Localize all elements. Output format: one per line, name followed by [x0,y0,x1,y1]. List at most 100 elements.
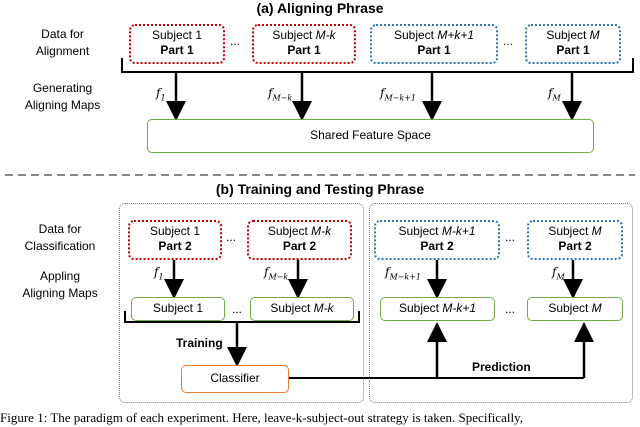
subject-prefix: Subject [267,224,312,238]
prediction-label: Prediction [472,360,531,374]
map-fMk1-label: fM−k+1 [380,86,416,102]
subject-var: M-k+1 [442,301,477,315]
f-subscript: 1 [160,93,166,103]
subject-M-part-2-box: Subject M Part 2 [527,220,623,260]
mapped-subject-M-box: Subject M [527,297,623,321]
subject-prefix: Subject [548,301,592,315]
ellipsis: ... [503,34,514,48]
training-label: Training [176,336,223,350]
subject-label: Subject M [527,28,619,43]
mapped-subject-M-k+1-box: Subject M-k+1 [380,297,495,321]
subject-prefix: Subject [546,28,590,42]
training-group [119,203,364,403]
f-symbol: f [385,265,390,279]
ellipsis: ... [226,230,237,244]
f-subscript: M−k+1 [389,272,421,282]
map-fM-label: fM [548,86,561,102]
subject-1-part-2-box: Subject 1 Part 2 [128,220,222,260]
subject-var: M [589,28,600,42]
label-line: Classification [24,239,96,253]
map-fMk-label: fM−k [268,86,292,102]
subject-prefix: Subject [398,224,442,238]
training-bracket [124,311,360,323]
subject-prefix: Subject [272,28,316,42]
subject-label: Subject M-k [254,28,354,43]
ellipsis: ... [505,302,516,316]
ellipsis: ... [230,34,241,48]
subject-var: M-k [315,28,336,42]
f-symbol: f [380,86,385,100]
part-label: Part 2 [158,239,192,253]
classifier-box: Classifier [181,365,289,393]
f-subscript: M−k [272,93,293,103]
f-subscript: M−k [268,272,289,282]
label-line: Alignment [35,44,90,58]
f-symbol: f [552,265,557,279]
subject-var: M-k [313,301,334,315]
part-label: Part 2 [420,239,454,253]
subject-var: M-k [311,224,332,238]
label-line: Aligning Maps [22,286,98,300]
subject-prefix: Subject [398,301,443,315]
subject-label: Subject M-k+1 [376,224,498,239]
subject-M-k+1-part-2-box: Subject M-k+1 Part 2 [374,220,500,260]
f-subscript: M [556,272,565,282]
alignment-data-label: Data for Alignment [0,26,125,60]
subject-M-k-part-2-box: Subject M-k Part 2 [247,220,352,260]
ellipsis: ... [505,230,516,244]
subject-M-k-part-1-box: Subject M-k Part 1 [252,24,356,64]
map-b-fMk-label: fM−k [264,265,288,281]
part-label: Part 1 [287,43,321,57]
generating-maps-label: Generating Aligning Maps [0,80,125,114]
section-b-title: (b) Training and Testing Phrase [215,181,425,197]
subject-M+k+1-part-1-box: Subject M+k+1 Part 1 [370,24,498,64]
f-subscript: 1 [158,272,164,282]
f-symbol: f [548,86,553,100]
applying-maps-label: Appling Aligning Maps [0,268,120,302]
label-line: Generating [32,81,93,95]
subject-1-part-1-box: Subject 1 Part 1 [129,24,225,64]
mapped-subject-M-k-box: Subject M-k [250,297,354,321]
subject-var: M+k+1 [437,28,475,42]
map-b-fMk1-label: fM−k+1 [385,265,421,281]
part-label: Part 1 [160,43,194,57]
alignment-bracket [121,58,634,73]
subject-var: M [591,301,602,315]
subject-var: M [591,224,602,238]
figure-caption: Figure 1: The paradigm of each experimen… [0,410,524,425]
f-subscript: M [552,93,561,103]
label-line: Aligning Maps [24,98,101,112]
f-symbol: f [268,86,273,100]
classification-data-label: Data for Classification [0,221,120,255]
part-label: Part 1 [556,43,590,57]
f-symbol: f [154,265,159,279]
f-subscript: M−k+1 [384,93,416,103]
section-a-title: (a) Aligning Phrase [256,0,384,16]
part-label: Part 2 [558,239,592,253]
label-line: Data for [38,222,82,236]
ellipsis: ... [232,302,243,316]
map-b-f1-label: f1 [154,265,164,281]
map-f1-label: f1 [156,86,166,102]
subject-label: Subject M-k [249,224,350,239]
subject-M-part-1-box: Subject M Part 1 [525,24,621,64]
subject-label: Subject M [529,224,621,239]
subject-prefix: Subject [548,224,592,238]
f-symbol: f [264,265,269,279]
subject-var: M-k+1 [441,224,476,238]
f-symbol: f [156,86,161,100]
subject-prefix: Subject [393,28,438,42]
label-line: Data for [41,27,84,41]
subject-label: Subject 1 [151,28,203,42]
label-line: Appling [39,269,81,283]
testing-group [369,203,633,403]
subject-label: Subject 1 [149,224,201,238]
part-label: Part 1 [417,43,451,57]
part-label: Part 2 [282,239,317,253]
subject-label: Subject M+k+1 [372,28,496,43]
subject-prefix: Subject [270,301,314,315]
shared-feature-space-box: Shared Feature Space [147,119,594,153]
map-b-fM-label: fM [552,265,565,281]
